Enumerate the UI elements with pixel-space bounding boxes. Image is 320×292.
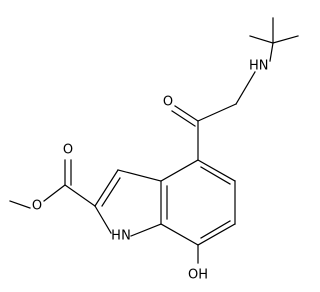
bond-tbu-methyl-left: [249, 35, 274, 44]
bond-ch2-carbonyl: [197, 103, 237, 122]
bond-c3a-c4: [160, 159, 199, 182]
bond-c6-c7-inner: [200, 220, 231, 239]
bond-ester-c-o: [43, 184, 66, 202]
bonds: [9, 17, 299, 264]
bond-n1-c7a: [130, 223, 162, 237]
bond-tbu-methyl-right: [272, 35, 299, 44]
bond-tbu-n: [269, 42, 274, 62]
bond-ketone-double-1: [174, 105, 199, 122]
chemical-structure: HN O O O N H OH: [9, 17, 299, 283]
bond-c6-c7: [197, 223, 236, 246]
bond-c3-c2-inner: [101, 177, 121, 207]
bond-n-ch2: [235, 71, 256, 105]
bond-c4-c5-inner: [200, 166, 231, 185]
bond-o-methyl: [9, 200, 31, 209]
bond-c3a-c3: [117, 169, 162, 182]
bond-c2-n1: [94, 205, 112, 234]
bond-ketone-double-2: [171, 110, 196, 127]
bond-c2-ester-c: [64, 184, 96, 207]
bond-c4-c5: [197, 159, 236, 182]
ester-carbonyl-oxygen-label: O: [63, 143, 73, 158]
bond-c3-c2: [94, 169, 119, 207]
bond-c7-c7a: [160, 223, 199, 246]
ketone-oxygen-label: O: [163, 95, 173, 110]
amine-nh-label: HN: [249, 59, 269, 74]
indole-nitrogen-label: N: [121, 229, 131, 244]
atom-labels: HN O O O N H OH: [32, 59, 269, 283]
indole-hydrogen-label: H: [111, 229, 121, 244]
ester-ether-oxygen-label: O: [32, 199, 42, 214]
hydroxyl-label: OH: [188, 268, 208, 283]
